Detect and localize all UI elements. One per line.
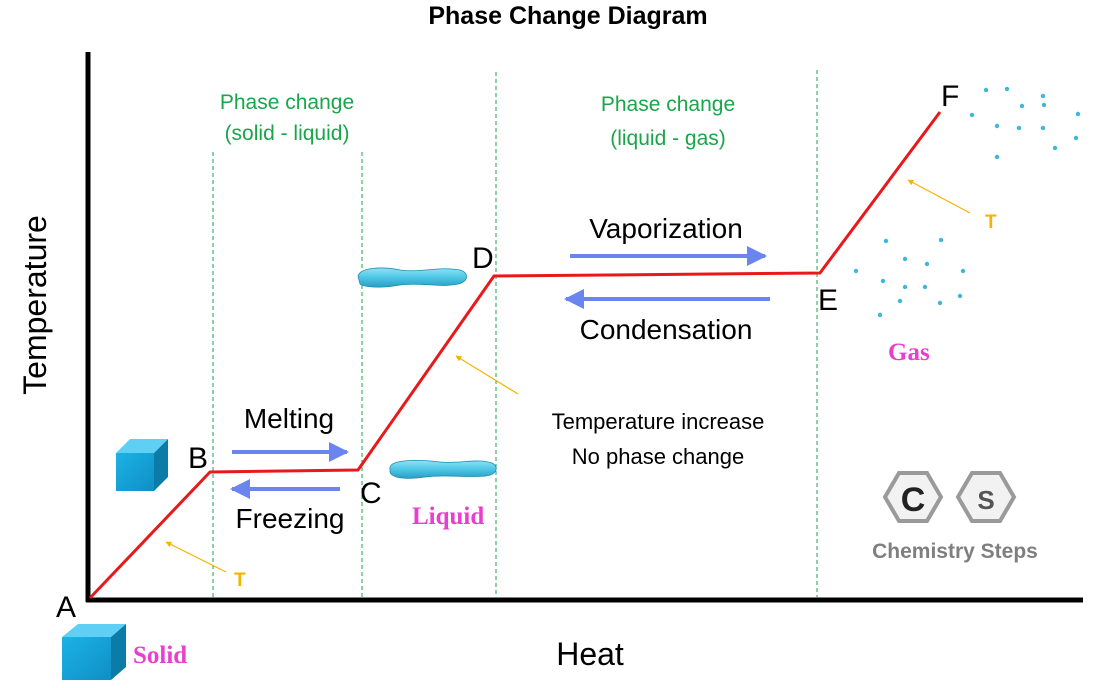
logo-letter-c: C	[901, 481, 926, 519]
region-solid-liquid-line2: (solid - liquid)	[225, 122, 350, 145]
point-f-label: F	[941, 80, 959, 113]
gas-particles-mid-icon	[853, 237, 966, 318]
logo-hexagon-s	[955, 471, 1017, 523]
annotation-line2: No phase change	[572, 444, 744, 469]
region-liquid-gas-line1: Phase change	[601, 93, 735, 116]
t-marker-1-label: T	[234, 570, 246, 591]
condensation-label: Condensation	[580, 314, 753, 345]
phase-boundaries	[212, 70, 818, 598]
liquid-puddle-icon-lower	[389, 460, 497, 479]
point-d-label: D	[472, 242, 494, 275]
logo-name: Chemistry Steps	[872, 540, 1038, 563]
point-c-label: C	[360, 477, 382, 510]
point-b-label: B	[188, 442, 208, 475]
y-axis-label: Temperature	[17, 215, 53, 395]
point-e-label: E	[818, 284, 838, 317]
vaporization-label: Vaporization	[589, 213, 743, 244]
freezing-label: Freezing	[236, 503, 345, 534]
gas-particles-top-icon	[969, 86, 1081, 160]
t-marker-2-arrow	[907, 179, 971, 214]
t-marker-1-arrow	[165, 541, 227, 573]
solid-label: Solid	[133, 642, 187, 669]
annotation-line1: Temperature increase	[552, 409, 765, 434]
diagram-title: Phase Change Diagram	[428, 2, 707, 30]
melting-label: Melting	[244, 403, 334, 434]
chemistry-steps-logo: C S Chemistry Steps	[872, 471, 1038, 563]
logo-hexagon-c	[882, 471, 944, 523]
point-a-label: A	[56, 591, 76, 624]
liquid-puddle-icon-upper	[357, 267, 467, 288]
x-axis-label: Heat	[556, 636, 624, 672]
region-liquid-gas-line2: (liquid - gas)	[610, 127, 726, 150]
heating-curve	[88, 111, 942, 600]
annotation-arrow	[455, 355, 519, 395]
logo-letter-s: S	[977, 485, 994, 515]
liquid-label: Liquid	[412, 503, 484, 530]
solid-legend-cube-icon	[62, 624, 126, 680]
t-marker-2-label: T	[985, 212, 997, 233]
region-solid-liquid-line1: Phase change	[220, 91, 354, 114]
gas-label: Gas	[888, 339, 930, 366]
solid-cube-icon	[116, 439, 168, 491]
